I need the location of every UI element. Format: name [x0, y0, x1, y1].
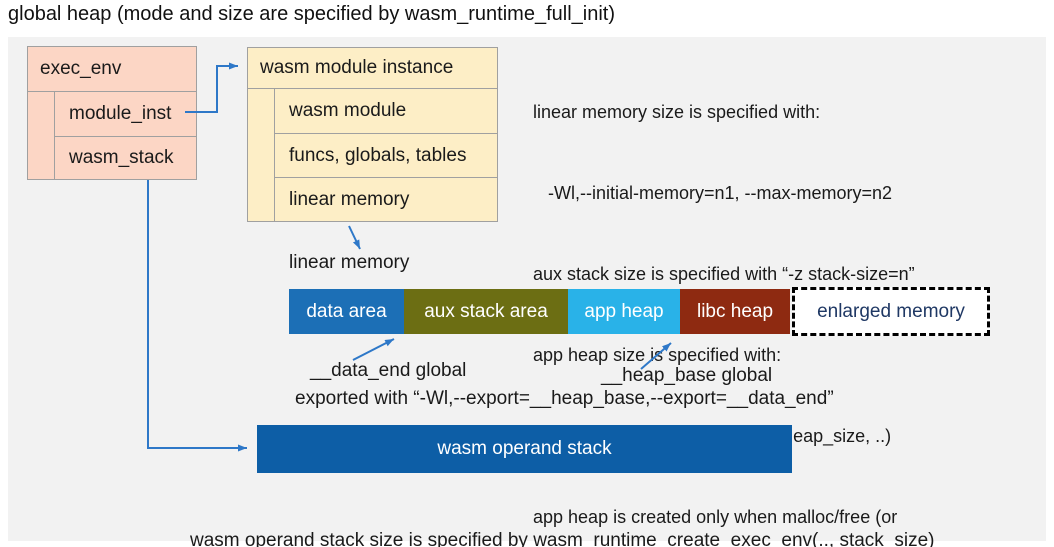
heap-base-global-label: __heap_base global — [601, 365, 773, 386]
operand-stack-size-note: wasm operand stack size is specified by … — [190, 476, 1030, 547]
note-line: aux stack size is specified with “-z sta… — [533, 264, 915, 284]
instance-field-wasm-module: wasm module — [289, 99, 407, 121]
exec-env-title: exec_env — [40, 58, 122, 79]
wasm-module-instance-indent-strip — [248, 89, 274, 222]
wasm-module-instance-title: wasm module instance — [260, 57, 454, 78]
segment-libc-heap: libc heap — [680, 289, 790, 334]
note-line: app heap size is specified with: — [533, 345, 782, 365]
exec-env-body: module_inst wasm_stack — [28, 91, 196, 180]
exported-with-label: exported with “-Wl,--export=__heap_base,… — [295, 388, 834, 409]
page-title: global heap (mode and size are specified… — [8, 3, 615, 25]
exec-env-field-wasm-stack: wasm_stack — [55, 135, 196, 181]
instance-field-funcs-globals-tables: funcs, globals, tables — [275, 132, 497, 178]
wasm-module-instance-rows: wasm module funcs, globals, tables linea… — [274, 89, 497, 222]
segment-app-heap: app heap — [568, 289, 680, 334]
instance-field-linear-memory: linear memory — [275, 177, 497, 222]
exec-env-rows: module_inst wasm_stack — [54, 92, 196, 180]
linear-memory-label: linear memory — [289, 252, 410, 273]
segment-data-area: data area — [289, 289, 404, 334]
segment-enlarged-memory: enlarged memory — [792, 287, 990, 336]
exec-env-field-module-inst: module_inst — [69, 102, 172, 124]
wasm-module-instance-box: wasm module instance wasm module funcs, … — [247, 47, 498, 222]
wasm-operand-stack-box: wasm operand stack — [257, 425, 792, 473]
data-end-global-label: __data_end global — [310, 360, 467, 381]
exec-env-indent-strip — [28, 92, 54, 180]
wasm-module-instance-body: wasm module funcs, globals, tables linea… — [248, 88, 497, 222]
note-line: app heap is created only when malloc/fre… — [533, 507, 898, 527]
note-line: -Wl,--initial-memory=n1, --max-memory=n2 — [533, 183, 893, 203]
exec-env-box: exec_env module_inst wasm_stack — [27, 46, 197, 180]
note-line: linear memory size is specified with: — [533, 102, 821, 122]
note-line: wasm operand stack size is specified by … — [190, 530, 935, 547]
segment-aux-stack-area: aux stack area — [404, 289, 568, 334]
